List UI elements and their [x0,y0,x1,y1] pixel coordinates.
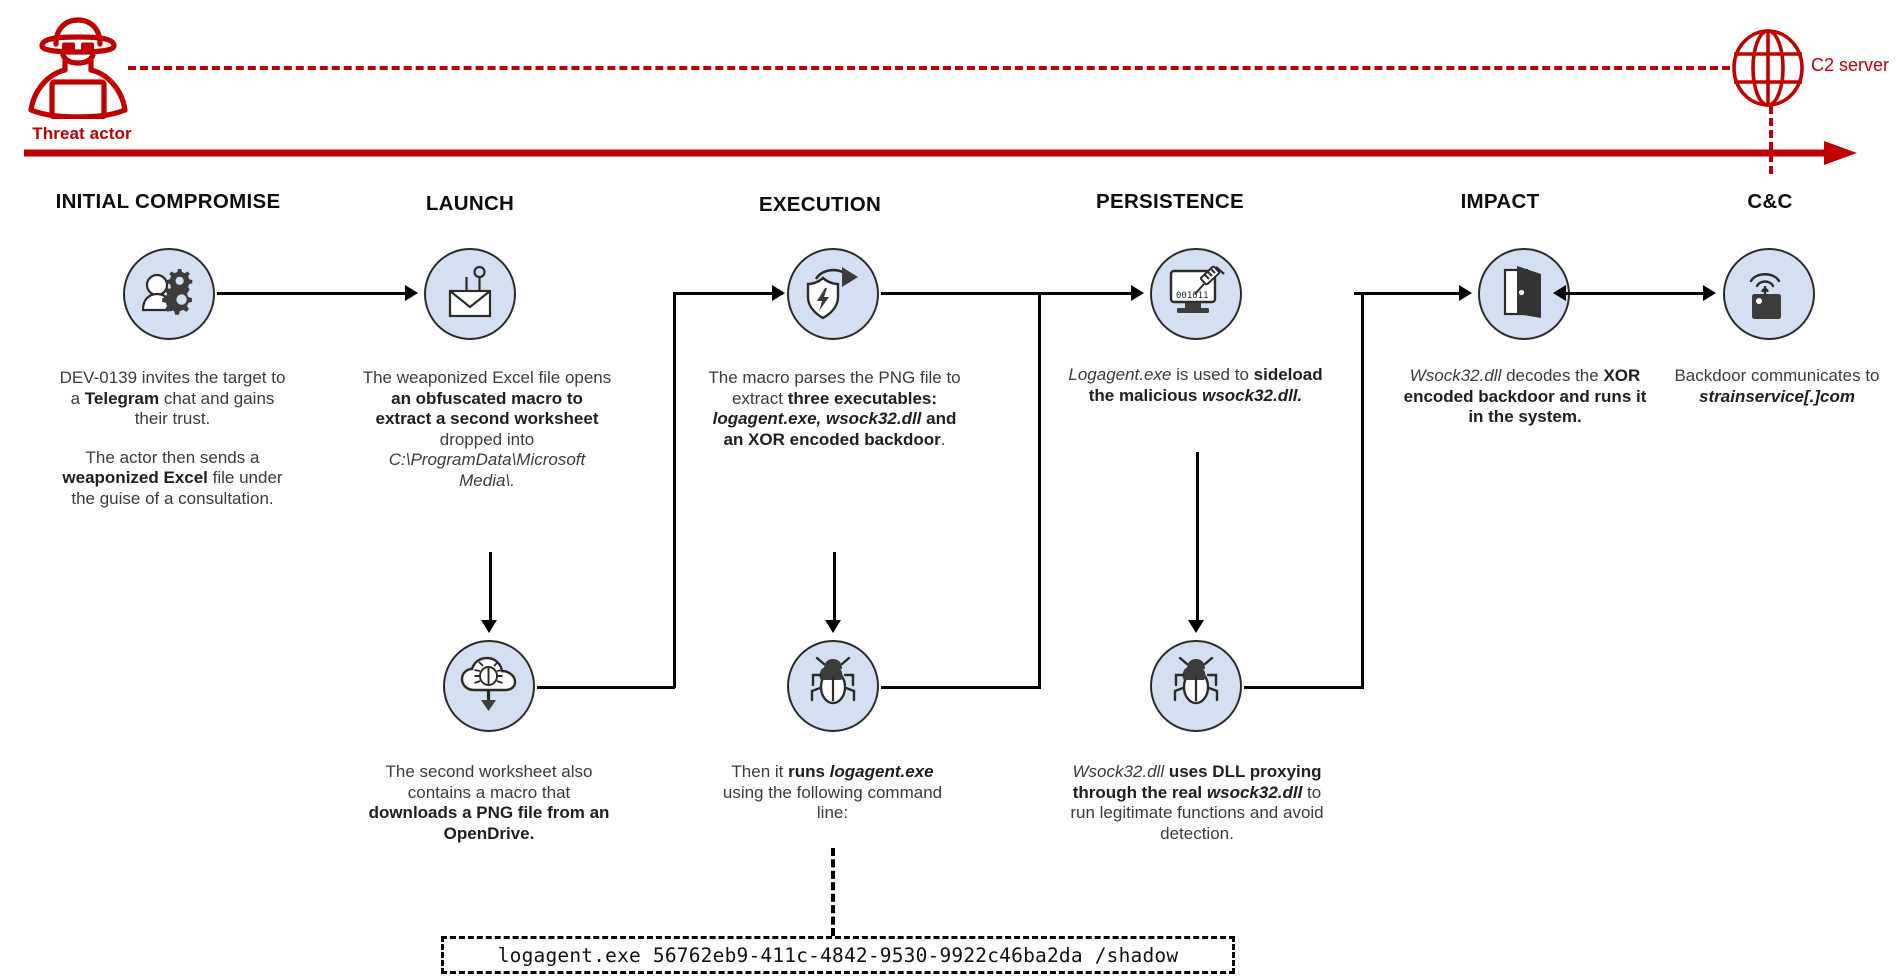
arrowhead-launch-down [481,620,497,633]
stage-title-execution: EXECUTION [758,193,882,216]
stage-title-impact: IMPACT [1460,190,1540,213]
blurb-bottom-launch: The second worksheet also contains a mac… [368,762,610,844]
stage-title-initial-compromise: INITIAL COMPROMISE [55,190,281,213]
blurb-bottom-execution-p1: Then it runs logagent.exe using the foll… [722,762,943,822]
arrowhead-execution-down [825,620,841,633]
blurb-ic-p2: The actor then sends a weaponized Excel … [62,447,283,508]
blurb-initial-compromise: DEV-0139 invites the target to a Telegra… [55,368,290,509]
connector-ic-to-launch [217,292,407,295]
connector-bug2-up [1361,292,1364,688]
user-gears-icon [140,266,198,323]
blurb-impact-p1: Wsock32.dll decodes the XOR encoded back… [1403,366,1647,426]
arrowhead-ic-to-launch [405,285,418,301]
connector-cloud-right [537,686,675,689]
threat-actor-label: Threat actor [32,124,132,143]
stage-title-launch: LAUNCH [425,192,515,215]
stage-title-persistence: PERSISTENCE [1096,190,1244,213]
hacker-icon [18,17,138,123]
bottom-node-run-logagent[interactable] [787,640,879,732]
connector-bug2-right [1244,686,1364,689]
arrowhead-execution-to-persistence [1131,285,1144,301]
connector-bug1-right [881,686,1041,689]
arrowhead-into-execution [772,285,785,301]
wifi-device-icon [1743,264,1795,325]
connector-launch-down [489,552,492,622]
connector-bug1-up [1038,292,1041,688]
arrowhead-persistence-down [1188,620,1204,633]
connector-into-execution [673,292,783,295]
blurb-impact: Wsock32.dll decodes the XOR encoded back… [1400,366,1650,428]
blurb-persistence: Logagent.exe is used to sideload the mal… [1068,365,1323,406]
c2-drop-dashed-line [1769,106,1773,174]
stage-node-cc[interactable] [1723,248,1815,340]
connector-into-persistence [1038,292,1136,295]
stage-node-execution[interactable] [787,248,879,340]
timeline-arrow [24,140,1859,171]
blurb-bottom-launch-p1: The second worksheet also contains a mac… [368,762,610,843]
open-door-icon [1497,264,1551,325]
connector-execution-down [833,552,836,622]
bug-icon [1170,656,1222,716]
arrowhead-into-impact [1459,285,1472,301]
blurb-ic-p1: DEV-0139 invites the target to a Telegra… [59,368,286,428]
svg-text:001011: 001011 [1176,291,1209,301]
blurb-bottom-persistence-p1: Wsock32.dll uses DLL proxying through th… [1070,762,1324,843]
bottom-node-dll-proxying[interactable] [1150,640,1242,732]
stage-node-launch[interactable] [424,248,516,340]
monitor-syringe-icon: 001011 [1165,265,1227,324]
globe-icon [1722,28,1814,113]
blurb-cc-p1: Backdoor communicates to strainservice[.… [1674,366,1880,406]
command-line-box: logagent.exe 56762eb9-411c-4842-9530-992… [441,936,1235,974]
connector-into-impact [1354,292,1461,295]
threat-actor-group: Threat actor [18,14,138,143]
connector-persistence-down [1196,452,1199,622]
phishing-email-icon [441,264,499,325]
c2-server-label: C2 server [1811,55,1890,75]
bug-icon [807,656,859,716]
command-line-text: logagent.exe 56762eb9-411c-4842-9530-992… [497,943,1179,967]
blurb-launch: The weaponized Excel file opens an obfus… [362,368,612,491]
connector-execution-to-persistence [881,292,1133,295]
blurb-bottom-persistence: Wsock32.dll uses DLL proxying through th… [1068,762,1326,844]
stage-title-cc: C&C [1747,190,1793,213]
connector-impact-cc [1563,292,1705,295]
arrowhead-impact-left [1553,285,1566,301]
blurb-cc: Backdoor communicates to strainservice[.… [1672,366,1882,407]
bottom-node-download-png[interactable] [443,640,535,732]
stage-node-persistence[interactable]: 001011 [1150,248,1242,340]
arrowhead-cc-right [1703,285,1716,301]
blurb-launch-p1: The weaponized Excel file opens an obfus… [362,368,612,490]
shield-bolt-run-icon [802,263,864,326]
cloud-bug-download-icon [458,655,520,718]
blurb-execution-p1: The macro parses the PNG file to extract… [708,368,961,449]
c2-dashed-link [128,66,1730,70]
command-line-leader [831,848,835,936]
stage-node-initial-compromise[interactable] [123,248,215,340]
connector-cloud-up [673,292,676,688]
blurb-bottom-execution: Then it runs logagent.exe using the foll… [715,762,950,824]
blurb-execution: The macro parses the PNG file to extract… [707,368,962,450]
blurb-persistence-p1: Logagent.exe is used to sideload the mal… [1068,365,1323,405]
